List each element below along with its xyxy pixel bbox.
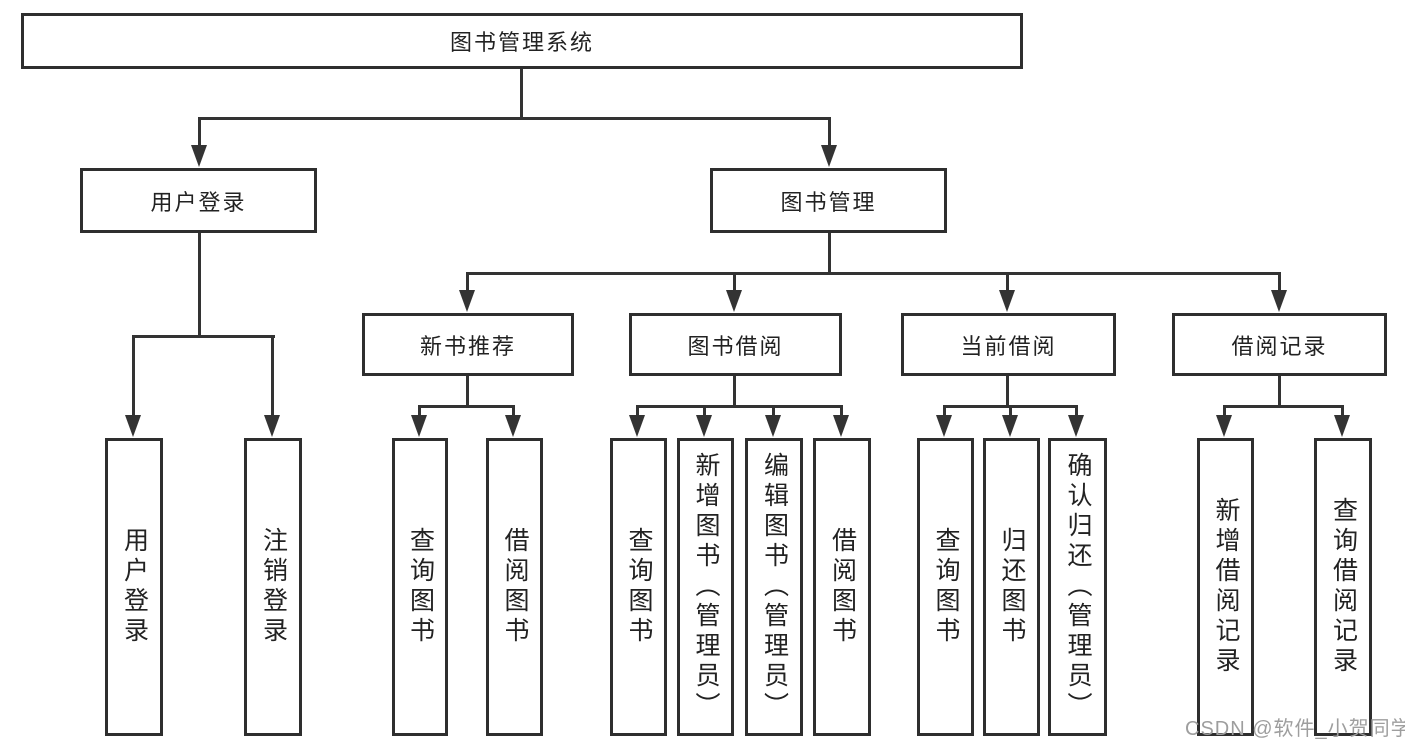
node-user-login-label: 用户登录 bbox=[150, 189, 247, 215]
connector-line bbox=[1341, 405, 1344, 417]
arrowhead-icon bbox=[696, 415, 712, 437]
connector-line bbox=[733, 272, 736, 292]
arrowhead-icon bbox=[505, 415, 521, 437]
connector-line bbox=[132, 335, 135, 417]
arrowhead-icon bbox=[726, 290, 742, 312]
leaf-logout: 注销登录 bbox=[244, 438, 302, 736]
node-current-borrow: 当前借阅 bbox=[901, 313, 1116, 376]
arrowhead-icon bbox=[1271, 290, 1287, 312]
leaf-borrow-books-label: 借阅图书 bbox=[828, 527, 857, 647]
leaf-add-borrow-record-label: 新增借阅记录 bbox=[1212, 497, 1240, 677]
arrowhead-icon bbox=[765, 415, 781, 437]
arrowhead-icon bbox=[264, 415, 280, 437]
node-book-management-label: 图书管理 bbox=[780, 189, 877, 215]
connector-line bbox=[1278, 376, 1281, 408]
leaf-rec-query-books: 查询图书 bbox=[392, 438, 448, 736]
connector-line bbox=[840, 405, 843, 417]
leaf-add-books-admin: 新增图书（管理员） bbox=[677, 438, 734, 736]
leaf-query-borrow-record: 查询借阅记录 bbox=[1314, 438, 1372, 736]
connector-line bbox=[133, 335, 275, 338]
node-new-book-recommend-label: 新书推荐 bbox=[419, 333, 516, 359]
leaf-confirm-return-admin: 确认归还（管理员） bbox=[1048, 438, 1107, 736]
connector-line bbox=[1223, 405, 1226, 417]
connector-line bbox=[1278, 272, 1281, 292]
node-library-system-label: 图书管理系统 bbox=[449, 30, 594, 55]
leaf-return-books: 归还图书 bbox=[983, 438, 1040, 736]
node-new-book-recommend: 新书推荐 bbox=[362, 313, 574, 376]
node-borrow-record-label: 借阅记录 bbox=[1231, 333, 1328, 359]
leaf-rec-borrow-books-label: 借阅图书 bbox=[501, 527, 529, 647]
leaf-add-books-admin-label: 新增图书（管理员） bbox=[692, 452, 720, 722]
leaf-return-books-label: 归还图书 bbox=[998, 527, 1026, 647]
leaf-rec-query-books-label: 查询图书 bbox=[406, 527, 435, 647]
leaf-add-borrow-record: 新增借阅记录 bbox=[1197, 438, 1254, 736]
leaf-edit-books-admin-label: 编辑图书（管理员） bbox=[760, 452, 789, 722]
connector-line bbox=[418, 405, 421, 417]
leaf-confirm-return-admin-label: 确认归还（管理员） bbox=[1064, 452, 1092, 722]
connector-line bbox=[733, 376, 736, 408]
connector-line bbox=[772, 405, 775, 417]
connector-line bbox=[198, 233, 201, 338]
connector-line bbox=[703, 405, 706, 417]
arrowhead-icon bbox=[833, 415, 849, 437]
leaf-query-borrow-record-label: 查询借阅记录 bbox=[1329, 497, 1358, 677]
connector-line bbox=[1009, 405, 1012, 417]
connector-line bbox=[1006, 272, 1009, 292]
node-borrow-record: 借阅记录 bbox=[1172, 313, 1387, 376]
arrowhead-icon bbox=[1002, 415, 1018, 437]
connector-line bbox=[828, 233, 831, 275]
leaf-edit-books-admin: 编辑图书（管理员） bbox=[745, 438, 803, 736]
node-user-login: 用户登录 bbox=[80, 168, 317, 233]
node-current-borrow-label: 当前借阅 bbox=[960, 333, 1057, 359]
node-book-management: 图书管理 bbox=[710, 168, 947, 233]
connector-line bbox=[1006, 376, 1009, 408]
connector-line bbox=[637, 405, 843, 408]
node-book-borrow: 图书借阅 bbox=[629, 313, 842, 376]
leaf-user-login-label: 用户登录 bbox=[120, 527, 149, 647]
node-library-system: 图书管理系统 bbox=[21, 13, 1023, 69]
leaf-user-login: 用户登录 bbox=[105, 438, 163, 736]
leaf-rec-borrow-books: 借阅图书 bbox=[486, 438, 543, 736]
connector-line bbox=[512, 405, 515, 417]
arrowhead-icon bbox=[125, 415, 141, 437]
arrowhead-icon bbox=[411, 415, 427, 437]
arrowhead-icon bbox=[1216, 415, 1232, 437]
arrowhead-icon bbox=[821, 145, 837, 167]
connector-line bbox=[520, 69, 523, 120]
connector-line bbox=[466, 376, 469, 408]
arrowhead-icon bbox=[1068, 415, 1084, 437]
connector-line bbox=[198, 117, 201, 147]
connector-line bbox=[1224, 405, 1344, 408]
leaf-borrow-books: 借阅图书 bbox=[813, 438, 871, 736]
watermark: CSDN @软件_小贺同学 bbox=[1185, 718, 1405, 740]
connector-line bbox=[943, 405, 946, 417]
arrowhead-icon bbox=[191, 145, 207, 167]
leaf-borrow-query-books: 查询图书 bbox=[610, 438, 667, 736]
connector-line bbox=[271, 335, 274, 417]
leaf-logout-label: 注销登录 bbox=[259, 527, 288, 647]
arrowhead-icon bbox=[936, 415, 952, 437]
arrowhead-icon bbox=[1334, 415, 1350, 437]
leaf-current-query-books-label: 查询图书 bbox=[932, 527, 960, 647]
connector-line bbox=[828, 117, 831, 147]
leaf-current-query-books: 查询图书 bbox=[917, 438, 974, 736]
arrowhead-icon bbox=[999, 290, 1015, 312]
connector-line bbox=[466, 272, 469, 292]
connector-line bbox=[636, 405, 639, 417]
connector-line bbox=[466, 272, 1281, 275]
leaf-borrow-query-books-label: 查询图书 bbox=[625, 527, 653, 647]
connector-line bbox=[198, 117, 831, 120]
node-book-borrow-label: 图书借阅 bbox=[687, 333, 784, 359]
connector-line bbox=[1075, 405, 1078, 417]
arrowhead-icon bbox=[459, 290, 475, 312]
arrowhead-icon bbox=[629, 415, 645, 437]
